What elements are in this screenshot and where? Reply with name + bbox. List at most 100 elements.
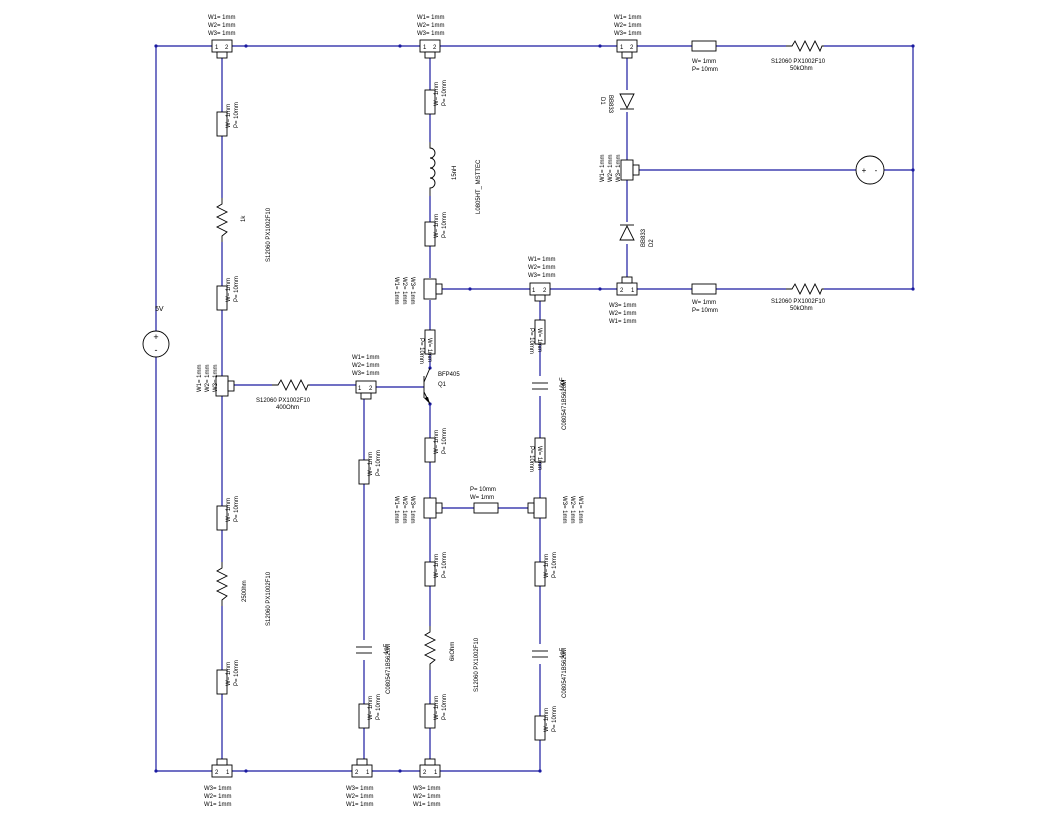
mline-col-2[interactable]: W= 1mm P= 10mm (424, 212, 448, 247)
label-parts-cap_base-value: 1nF (384, 643, 390, 654)
tee-top-right[interactable]: 1 2 W1= 1mm W2= 1mm W3= 1mm (614, 15, 642, 59)
label-labels-w: W= 1mm (368, 452, 374, 476)
capacitor-mid[interactable]: C0805471B5620M 10pF (532, 377, 568, 430)
label-labels-p2: 2 (423, 770, 427, 776)
label-parts-diode1-part: BB833 (607, 95, 613, 114)
resistor-out-top[interactable]: S12060 PX1002F10 50kOhm (771, 39, 826, 72)
tee-mid-low[interactable]: W3= 1mm W2= 1mm W1= 1mm (527, 496, 583, 524)
mline-base-1[interactable]: W= 1mm P= 10mm (358, 450, 382, 485)
svg-text:-: - (875, 166, 878, 175)
mline-mid-4[interactable]: W= 1mm P= 10mm (534, 706, 558, 741)
mline-left-2[interactable]: W= 1mm P= 10mm (216, 276, 240, 311)
tee-base[interactable]: 1 2 W1= 1mm W2= 1mm W3= 1mm (352, 355, 380, 400)
label-labels-w2: W2= 1mm (208, 23, 236, 29)
mline-emit-1[interactable]: W= 1mm P= 10mm (424, 428, 448, 463)
label-labels-w2: W2= 1mm (346, 794, 374, 800)
mline-left-4[interactable]: W= 1mm P= 10mm (216, 660, 240, 695)
label-labels-p: P= 10mm (552, 552, 558, 578)
label-labels-w: W= 1mm (434, 82, 440, 106)
inductor[interactable]: L0805HT_ MSTTEC 15nH (429, 142, 482, 214)
wires (155, 45, 914, 772)
label-labels-w: W= 1mm (226, 662, 232, 686)
label-labels-w2: W2= 1mm (608, 154, 614, 182)
resistor-emitter[interactable]: S12060 PX1002F10 6kOhm (423, 626, 480, 692)
label-labels-w3: W3= 1mm (616, 154, 622, 182)
label-labels-p: P= 10mm (528, 328, 534, 354)
tee-emitter[interactable]: W1= 1mm W2= 1mm W3= 1mm (393, 496, 443, 524)
label-labels-w: W= 1mm (544, 554, 550, 578)
label-labels-w3: W3= 1mm (409, 277, 415, 305)
mline-col-1[interactable]: W= 1mm P= 10mm (424, 80, 448, 115)
label-labels-w: W= 1mm (426, 338, 432, 362)
resistor-base[interactable]: S12060 PX1002F10 400Ohm (256, 378, 311, 411)
transistor-q1[interactable]: BFP405 Q1 (423, 367, 460, 405)
output-port[interactable]: + - (855, 155, 885, 185)
label-parts-cap_mid-part: C0805471B5620M (562, 380, 568, 430)
label-labels-p1: 1 (434, 770, 438, 776)
mline-out-bottom[interactable]: W= 1mm P= 10mm (691, 283, 718, 314)
capacitor-low[interactable]: C0805471B5620M 1pF (532, 647, 568, 698)
tee-bottom-left[interactable]: 2 1 W3= 1mm W2= 1mm W1= 1mm (204, 758, 233, 808)
label-labels-w1: W1= 1mm (413, 802, 441, 808)
mline-emit-link[interactable]: P= 10mm W= 1mm (470, 487, 499, 514)
label-labels-w3: W3= 1mm (213, 364, 219, 392)
diode-d1[interactable]: D1 BB833 (599, 93, 635, 114)
label-labels-w3: W3= 1mm (614, 31, 642, 37)
label-labels-w2: W2= 1mm (528, 265, 556, 271)
label-labels-w1: W1= 1mm (204, 802, 232, 808)
tee-collector[interactable]: W1= 1mm W2= 1mm W3= 1mm (393, 277, 443, 305)
label-labels-w2: W2= 1mm (205, 364, 211, 392)
mline-col-3[interactable]: P= 10mm W= 1mm (418, 329, 436, 364)
label-parts-r_out_bottom-value: 50kOhm (790, 306, 813, 312)
label-labels-w1: W1= 1mm (346, 802, 374, 808)
tee-diode-bottom[interactable]: 2 1 W3= 1mm W2= 1mm W1= 1mm (609, 276, 638, 325)
resistor-low-left[interactable]: S12060 PX1002F10 2500hm (215, 562, 272, 626)
label-labels-p1: 1 (423, 45, 427, 51)
resistor-top-left[interactable]: S12060 PX1002F10 1k (215, 198, 272, 262)
diode-d2[interactable]: BB833 D2 (619, 224, 655, 247)
label-labels-w: W= 1mm (368, 696, 374, 720)
capacitor-base[interactable]: C0805471B5620M 1nF (356, 643, 392, 694)
tee-top-left[interactable]: 1 2 W1= 1mm W2= 1mm W3= 1mm (208, 15, 236, 59)
mline-left-3[interactable]: W= 1mm P= 10mm (216, 496, 240, 531)
label-labels-w1: W1= 1mm (614, 15, 642, 21)
tee-mid[interactable]: 1 2 W1= 1mm W2= 1mm W3= 1mm (528, 257, 556, 302)
label-labels-w: W= 1mm (536, 446, 542, 470)
label-labels-w: W= 1mm (226, 104, 232, 128)
tee-bottom-middle[interactable]: 2 1 W3= 1mm W2= 1mm W1= 1mm (346, 758, 374, 808)
label-parts-r_out_top-value: 50kOhm (790, 66, 813, 72)
wire-junctions (154, 44, 915, 773)
label-parts-transistor-value: Q1 (438, 382, 447, 388)
label-parts-cap_low-value: 1pF (560, 647, 566, 658)
tee-bottom-right[interactable]: 2 1 W3= 1mm W2= 1mm W1= 1mm (413, 758, 441, 808)
mline-out-top[interactable]: W= 1mm P= 10mm (691, 40, 718, 73)
mline-left-1[interactable]: W= 1mm P= 10mm (216, 102, 240, 137)
label-labels-p2: 2 (355, 770, 359, 776)
tee-top-middle[interactable]: 1 2 W1= 1mm W2= 1mm W3= 1mm (417, 15, 445, 59)
label-labels-p: P= 10mm (470, 487, 496, 493)
svg-text:-: - (155, 345, 158, 355)
tee-left-mid[interactable]: W1= 1mm W2= 1mm W3= 1mm (197, 364, 235, 397)
svg-text:+: + (862, 166, 867, 175)
label-labels-w3: W3= 1mm (417, 31, 445, 37)
label-labels-p2: 2 (543, 288, 547, 294)
mline-emit-2[interactable]: W= 1mm P= 10mm (424, 552, 448, 587)
label-labels-w1: W1= 1mm (600, 154, 606, 182)
mline-base-2[interactable]: W= 1mm P= 10mm (358, 694, 382, 729)
label-labels-w: W= 1mm (544, 708, 550, 732)
voltage-source-5v[interactable]: + - 5V (142, 306, 170, 358)
mline-mid-1[interactable]: P= 10mm W= 1mm (528, 319, 546, 354)
label-labels-w1: W1= 1mm (577, 496, 583, 524)
mline-mid-3[interactable]: W= 1mm P= 10mm (534, 552, 558, 587)
label-labels-w: W= 1mm (226, 498, 232, 522)
label-labels-w: W= 1mm (470, 495, 494, 501)
label-labels-w3: W3= 1mm (208, 31, 236, 37)
resistor-out-bottom[interactable]: S12060 PX1002F10 50kOhm (771, 282, 826, 312)
label-labels-p2: 2 (630, 45, 634, 51)
label-labels-w1: W1= 1mm (417, 15, 445, 21)
tee-diode-center[interactable]: W1= 1mm W2= 1mm W3= 1mm (600, 154, 640, 182)
mline-mid-2[interactable]: P= 10mm W= 1mm (528, 437, 546, 472)
label-labels-p2: 2 (433, 45, 437, 51)
mline-emit-3[interactable]: W= 1mm P= 10mm (424, 694, 448, 729)
